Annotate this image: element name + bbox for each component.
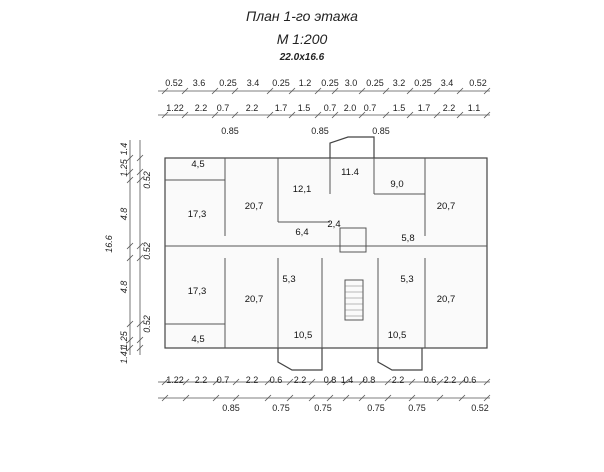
bottom-dimension-label: 0.75: [367, 403, 385, 413]
room-area-label: 5,3: [400, 274, 413, 285]
room-area-label: 20,7: [245, 294, 264, 305]
bottom-dimension-label: 0.6: [464, 375, 477, 385]
bottom-dimension-label: 0.75: [272, 403, 290, 413]
bottom-dimension-label: 0.6: [270, 375, 283, 385]
room-area-label: 17,3: [188, 209, 207, 220]
top-dimension-label: 0.25: [272, 78, 290, 88]
building-walls: [164, 136, 488, 371]
top-dimension-label: 1.7: [275, 103, 288, 113]
top-dimension-label: 2.0: [344, 103, 357, 113]
top-dimension-label: 2.2: [443, 103, 456, 113]
room-area-label: 6,4: [295, 227, 308, 238]
top-dimension-label: 0.25: [366, 78, 384, 88]
top-dimension-label: 0.52: [469, 78, 487, 88]
top-dimension-label: 1.5: [298, 103, 311, 113]
top-dimension-label: 3.4: [441, 78, 454, 88]
bottom-dimension-label: 2.2: [392, 375, 405, 385]
room-area-label: 20,7: [437, 201, 456, 212]
bottom-dimension-label: 1.4: [341, 375, 354, 385]
room-area-label: 4,5: [191, 334, 204, 345]
dimension-lines: [129, 90, 490, 399]
top-dimension-label: 0.52: [165, 78, 183, 88]
bottom-dimension-label: 0.52: [471, 403, 489, 413]
room-area-label: 5,8: [401, 233, 414, 244]
left-dimension-label: 4.8: [119, 281, 129, 294]
room-area-label: 11.4: [341, 167, 359, 178]
top-dimension-label: 1.1: [468, 103, 481, 113]
top-dimension-label: 1.22: [166, 103, 184, 113]
bottom-dimension-label: 0.6: [424, 375, 437, 385]
room-area-label: 5,3: [282, 274, 295, 285]
top-dimension-label: 0.7: [217, 103, 230, 113]
stair-lines: [345, 285, 363, 317]
top-dimension-label: 1.5: [393, 103, 406, 113]
interior-walls: [165, 158, 487, 348]
room-area-label: 2,4: [327, 219, 340, 230]
top-dimension-label: 0.25: [219, 78, 237, 88]
top-dimension-label: 0.85: [311, 126, 329, 136]
left-dimension-label: 0.52: [142, 171, 152, 189]
bottom-dimension-label: 2.2: [444, 375, 457, 385]
left-dimension-label: 16.6: [104, 235, 114, 253]
top-dimension-label: 1.7: [418, 103, 431, 113]
top-dimension-label: 3.2: [393, 78, 406, 88]
room-area-label: 12,1: [293, 184, 312, 195]
bottom-dimension-label: 0.85: [222, 403, 240, 413]
bottom-dimension-label: 0.75: [408, 403, 426, 413]
top-dimension-label: 3.4: [247, 78, 260, 88]
top-dimension-label: 0.85: [221, 126, 239, 136]
bottom-dimension-label: 0.75: [314, 403, 332, 413]
room-area-label: 17,3: [188, 286, 207, 297]
room-area-label: 10,5: [294, 330, 313, 341]
plan-title: План 1-го этажа: [246, 8, 358, 24]
top-dimension-label: 1.2: [299, 78, 312, 88]
bottom-dimension-label: 0.8: [324, 375, 337, 385]
bottom-dimension-label: 0.8: [363, 375, 376, 385]
left-dimension-label: 1.25: [119, 158, 129, 177]
top-dimension-label: 3.6: [193, 78, 206, 88]
left-dimension-label: 1.4: [119, 143, 129, 156]
room-area-label: 20,7: [437, 294, 456, 305]
left-dimension-label: 0.52: [142, 315, 152, 333]
top-dimension-label: 0.25: [414, 78, 432, 88]
left-dimension-label: 4.8: [119, 208, 129, 221]
bottom-dimension-label: 2.2: [195, 375, 208, 385]
bottom-dimension-label: 2.2: [246, 375, 259, 385]
left-dimension-label: 1.41: [119, 346, 129, 364]
room-area-label: 20,7: [245, 201, 264, 212]
bottom-dimension-label: 2.2: [294, 375, 307, 385]
top-dimension-label: 0.7: [324, 103, 337, 113]
room-area-label: 10,5: [388, 330, 407, 341]
top-dimension-label: 2.2: [195, 103, 208, 113]
room-area-label: 4,5: [191, 159, 204, 170]
top-dimension-label: 0.7: [364, 103, 377, 113]
overall-size: 22.0x16.6: [279, 52, 325, 63]
left-dimension-label: 0.52: [142, 242, 152, 260]
top-dimension-label: 3.0: [345, 78, 358, 88]
room-area-label: 9,0: [390, 179, 403, 190]
top-dimension-label: 0.85: [372, 126, 390, 136]
top-dimension-label: 2.2: [246, 103, 259, 113]
top-dimension-label: 0.25: [321, 78, 339, 88]
left-dimension-label: 1.25: [119, 330, 129, 349]
bottom-dimension-label: 1.22: [166, 375, 184, 385]
plan-scale: М 1:200: [276, 31, 328, 47]
bottom-dimension-label: 0.7: [217, 375, 230, 385]
